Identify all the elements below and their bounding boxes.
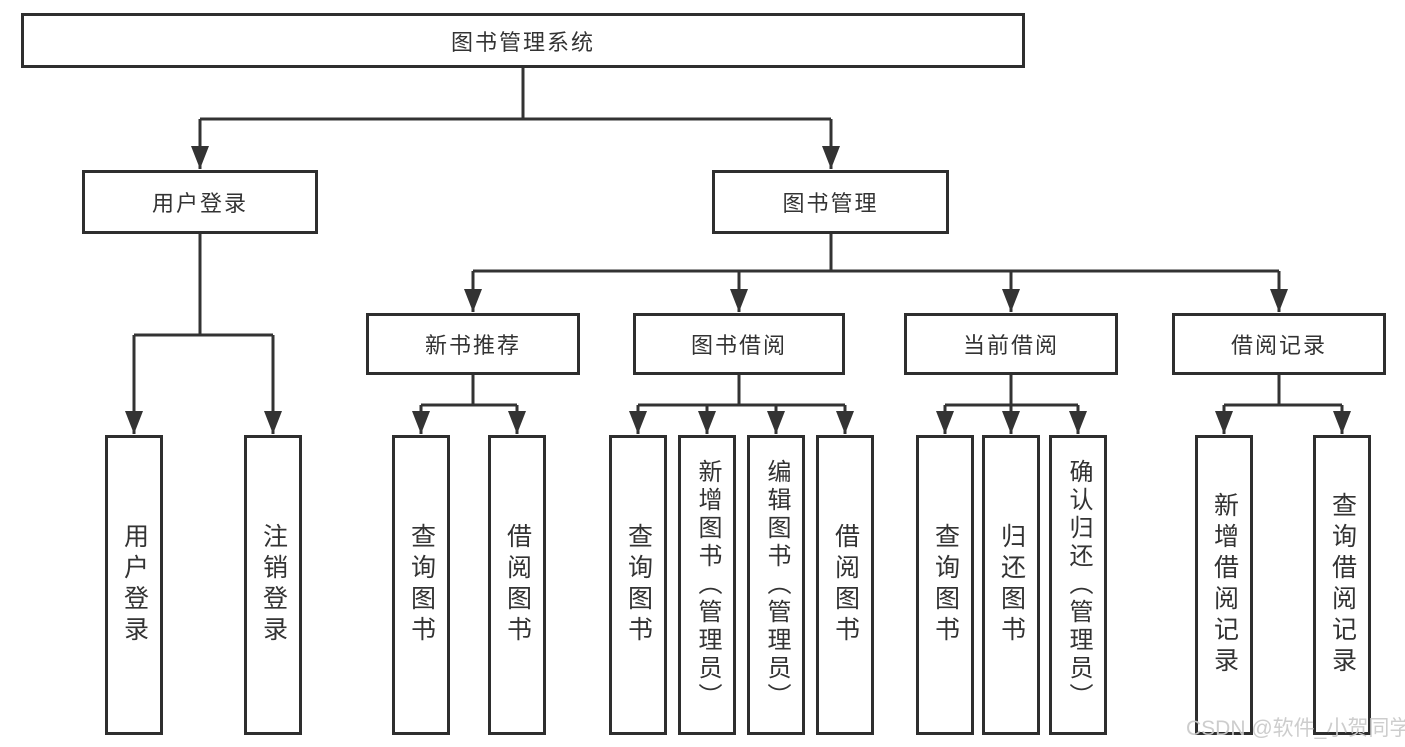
leaf-confirm-return-admin: 确认归还（管理员） [1049, 435, 1107, 735]
node-book-management: 图书管理 [712, 170, 949, 234]
node-new-book-recommend: 新书推荐 [366, 313, 580, 375]
leaf-user-login: 用户登录 [105, 435, 163, 735]
csdn-watermark: CSDN @软件_小贺同学 [1186, 717, 1405, 740]
leaf-add-borrow-record: 新增借阅记录 [1195, 435, 1253, 735]
leaf-query-borrow-record: 查询借阅记录 [1313, 435, 1371, 735]
node-book-borrow: 图书借阅 [633, 313, 845, 375]
node-current-borrow: 当前借阅 [904, 313, 1118, 375]
leaf-borrow-book-recommend: 借阅图书 [488, 435, 546, 735]
leaf-logout-login: 注销登录 [244, 435, 302, 735]
leaf-query-book-recommend: 查询图书 [392, 435, 450, 735]
node-user-login: 用户登录 [82, 170, 318, 234]
leaf-edit-book-admin: 编辑图书（管理员） [747, 435, 805, 735]
leaf-return-book: 归还图书 [982, 435, 1040, 735]
node-borrow-record: 借阅记录 [1172, 313, 1386, 375]
leaf-query-book-borrow: 查询图书 [609, 435, 667, 735]
node-root: 图书管理系统 [21, 13, 1025, 68]
leaf-query-book-current: 查询图书 [916, 435, 974, 735]
leaf-add-book-admin: 新增图书（管理员） [678, 435, 736, 735]
leaf-borrow-book: 借阅图书 [816, 435, 874, 735]
